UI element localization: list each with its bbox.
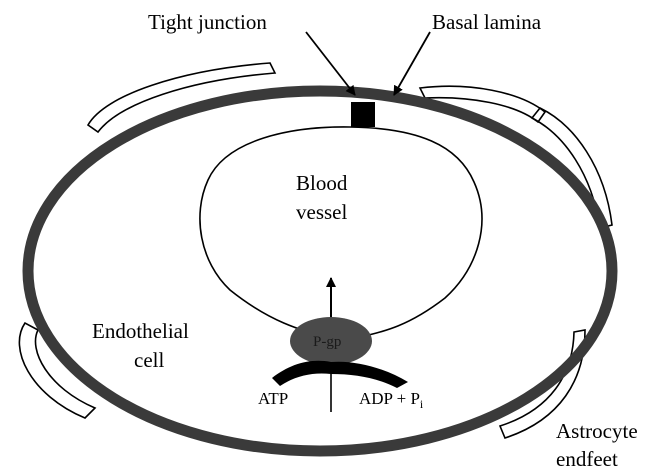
- label-blood-vessel-line2: vessel: [296, 200, 347, 224]
- adp-wing-right: [331, 362, 408, 388]
- label-atp: ATP: [258, 389, 288, 408]
- atp-wing-left: [272, 361, 331, 386]
- label-endothelial-line2: cell: [134, 348, 164, 372]
- label-basal-lamina: Basal lamina: [432, 10, 542, 34]
- label-astrocyte-line1: Astrocyte: [556, 419, 638, 443]
- label-adp-main: ADP + P: [359, 389, 420, 408]
- label-astrocyte-line2: endfeet: [556, 447, 618, 471]
- label-tight-junction: Tight junction: [148, 10, 267, 34]
- label-adp: ADP + Pi: [359, 389, 424, 411]
- label-adp-subscript: i: [420, 397, 424, 411]
- label-pgp: P-gp: [313, 334, 341, 350]
- blood-vessel-outline: [200, 127, 482, 338]
- label-blood-vessel-line1: Blood: [296, 171, 348, 195]
- astrocyte-endfeet: [19, 63, 612, 438]
- basal-lamina-pointer: [394, 32, 430, 95]
- tight-junction-marker: [351, 102, 375, 127]
- label-endothelial-line1: Endothelial: [92, 319, 189, 343]
- endothelial-ring: [28, 91, 612, 451]
